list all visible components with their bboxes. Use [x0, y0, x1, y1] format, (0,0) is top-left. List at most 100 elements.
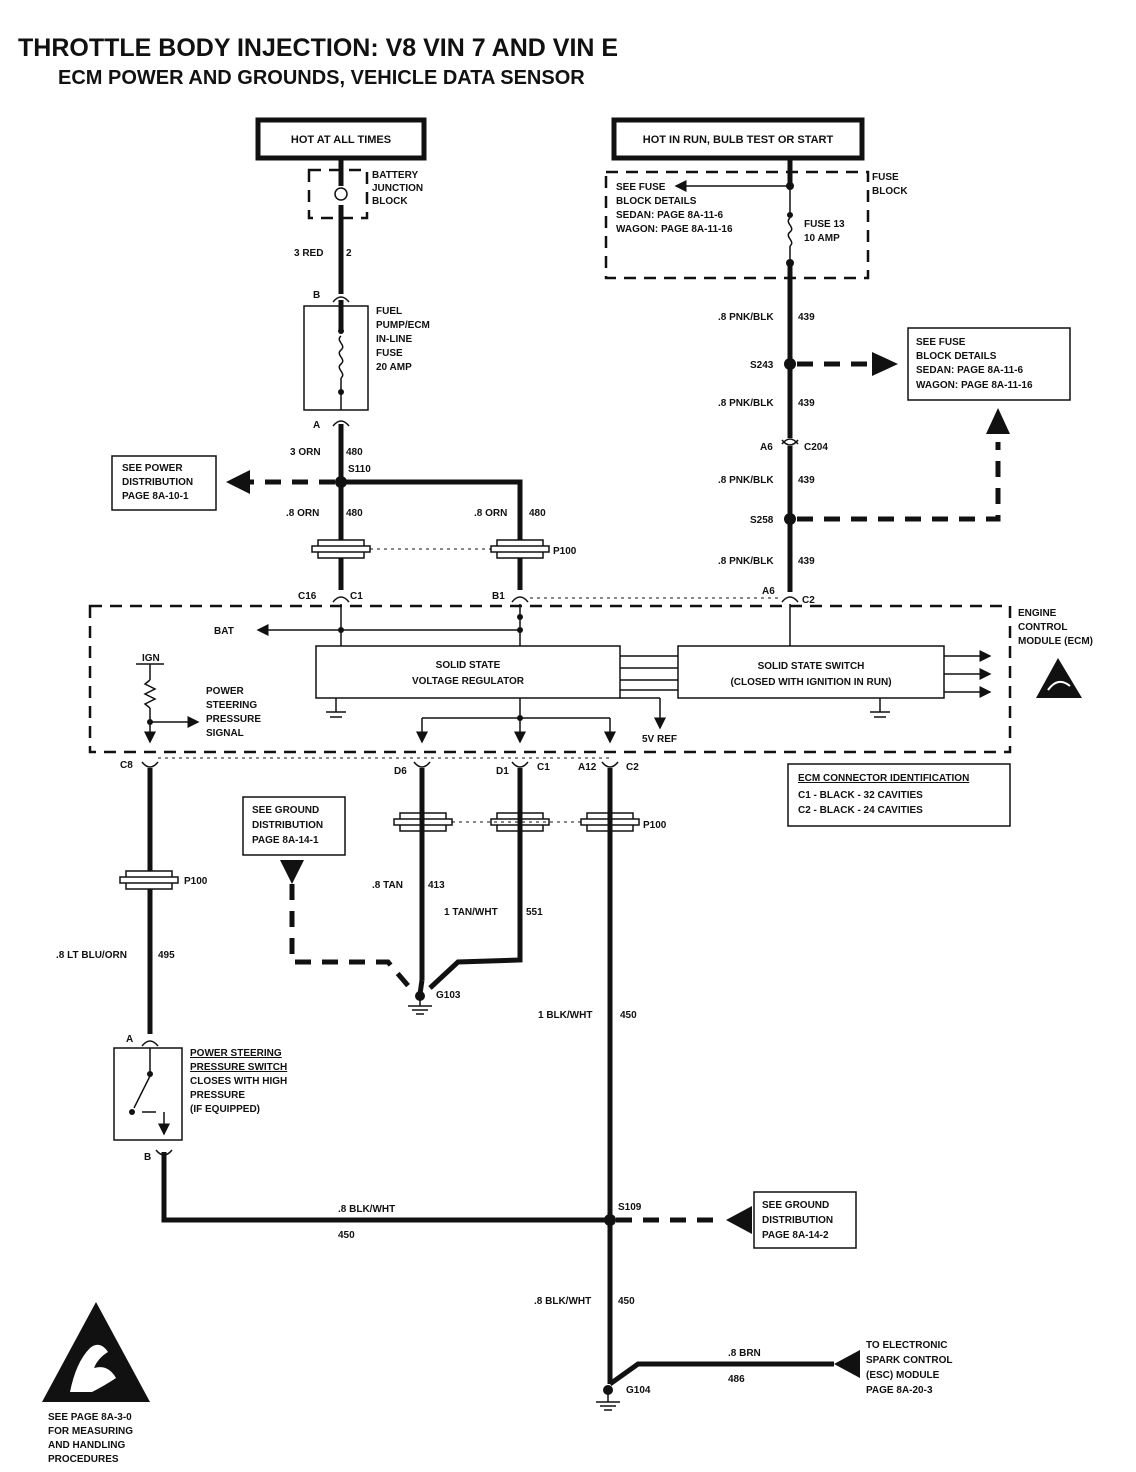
svg-text:BLOCK: BLOCK [872, 186, 908, 197]
svg-text:BLOCK: BLOCK [372, 196, 408, 207]
svg-text:551: 551 [526, 907, 543, 918]
svg-text:(ESC) MODULE: (ESC) MODULE [866, 1370, 940, 1381]
svg-text:20 AMP: 20 AMP [376, 362, 412, 373]
arrow-up-icon [986, 408, 1010, 434]
svg-text:PRESSURE: PRESSURE [206, 714, 261, 725]
svg-text:.8 LT BLU/ORN: .8 LT BLU/ORN [56, 950, 127, 961]
svg-text:C1: C1 [537, 762, 550, 773]
svg-text:WAGON: PAGE 8A-11-16: WAGON: PAGE 8A-11-16 [916, 380, 1033, 391]
svg-text:WAGON: PAGE 8A-11-16: WAGON: PAGE 8A-11-16 [616, 224, 733, 235]
svg-text:DISTRIBUTION: DISTRIBUTION [762, 1215, 833, 1226]
ground-ref-2: SEE GROUND DISTRIBUTION PAGE 8A-14-2 [753, 1191, 857, 1249]
esc-module-ref: TO ELECTRONIC SPARK CONTROL (ESC) MODULE… [866, 1340, 952, 1396]
ecm-box [88, 604, 1012, 754]
svg-text:C204: C204 [804, 442, 828, 453]
svg-text:PAGE 8A-20-3: PAGE 8A-20-3 [866, 1385, 933, 1396]
svg-text:.8 BRN: .8 BRN [728, 1348, 761, 1359]
svg-text:JUNCTION: JUNCTION [372, 183, 423, 194]
svg-text:439: 439 [798, 475, 815, 486]
svg-text:480: 480 [529, 508, 546, 519]
ground-ref-1: SEE GROUND DISTRIBUTION PAGE 8A-14-1 [242, 796, 346, 856]
svg-text:SPARK CONTROL: SPARK CONTROL [866, 1355, 952, 1366]
svg-text:CLOSES WITH HIGH: CLOSES WITH HIGH [190, 1076, 287, 1087]
svg-text:P100: P100 [643, 820, 667, 831]
svg-text:C2 - BLACK - 24 CAVI: C2 - BLACK - 24 CAVITIES [798, 805, 923, 816]
svg-text:C2: C2 [802, 595, 815, 606]
esd-warning-icon [42, 1302, 150, 1402]
svg-text:A6: A6 [760, 442, 773, 453]
svg-text:P100: P100 [553, 546, 577, 557]
svg-text:5V REF: 5V REF [642, 734, 677, 745]
svg-text:PRESSURE SWITCH: PRESSURE SWITCH [190, 1062, 287, 1073]
svg-text:(CLOSED WITH IGNITION IN RUN): (CLOSED WITH IGNITION IN RUN) [730, 677, 891, 688]
svg-text:439: 439 [798, 312, 815, 323]
svg-text:IGN: IGN [142, 653, 160, 664]
page-title: THROTTLE BODY INJECTION: V8 VIN 7 AND VI… [18, 34, 618, 62]
svg-text:A: A [126, 1034, 133, 1045]
svg-text:SEE FUSE: SEE FUSE [616, 182, 666, 193]
svg-text:.8 ORN: .8 ORN [286, 508, 319, 519]
svg-text:SEE PAGE 8A-3-0: SEE PAGE 8A-3-0 [48, 1412, 132, 1423]
arrow-right-icon [872, 352, 898, 376]
ground-g103: G103 [408, 990, 461, 1015]
voltage-regulator: SOLID STATE VOLTAGE REGULATOR [315, 645, 621, 699]
svg-text:.8 BLK/WHT: .8 BLK/WHT [338, 1204, 395, 1215]
svg-text:ECM CONNECTOR IDENTIFICATION: ECM CONNECTOR IDENTIFICATION [798, 773, 969, 784]
svg-text:C16: C16 [298, 591, 317, 602]
svg-text:C1: C1 [350, 591, 363, 602]
hot-at-all-times-box: HOT AT ALL TIMES [255, 117, 427, 161]
hot-in-run-box: HOT IN RUN, BULB TEST OR START [611, 117, 865, 161]
splice-s243 [784, 358, 796, 370]
svg-text:HOT AT ALL TIMES: HOT AT ALL TIMES [291, 134, 391, 146]
svg-text:D1: D1 [496, 766, 509, 777]
svg-text:PAGE 8A-14-1: PAGE 8A-14-1 [252, 835, 319, 846]
arrow-down-icon [280, 860, 304, 884]
svg-text:IN-LINE: IN-LINE [376, 334, 412, 345]
svg-text:SOLID STATE SWITCH: SOLID STATE SWITCH [758, 661, 865, 672]
svg-text:439: 439 [798, 556, 815, 567]
svg-text:SEE GROUND: SEE GROUND [762, 1200, 829, 1211]
svg-text:.8 ORN: .8 ORN [474, 508, 507, 519]
svg-text:480: 480 [346, 447, 363, 458]
svg-text:PROCEDURES: PROCEDURES [48, 1454, 119, 1465]
svg-text:S109: S109 [618, 1202, 642, 1213]
ground-g104: G104 [596, 1385, 651, 1411]
svg-text:1 BLK/WHT: 1 BLK/WHT [538, 1010, 592, 1021]
svg-text:3 RED: 3 RED [294, 248, 323, 259]
svg-text:413: 413 [428, 880, 445, 891]
svg-text:DISTRIBUTION: DISTRIBUTION [122, 477, 193, 488]
svg-text:.8 TAN: .8 TAN [372, 880, 403, 891]
svg-text:A: A [313, 420, 320, 431]
svg-text:1 TAN/WHT: 1 TAN/WHT [444, 907, 498, 918]
svg-text:C8: C8 [120, 760, 133, 771]
svg-text:G103: G103 [436, 990, 461, 1001]
svg-text:SEE GROUND: SEE GROUND [252, 805, 319, 816]
svg-text:450: 450 [338, 1230, 355, 1241]
svg-text:2: 2 [346, 248, 352, 259]
svg-text:FUSE: FUSE [872, 172, 899, 183]
svg-text:FUSE 13: FUSE 13 [804, 219, 845, 230]
wire-tan-wht [428, 768, 523, 990]
svg-text:480: 480 [346, 508, 363, 519]
svg-text:VOLTAGE REGULATOR: VOLTAGE REGULATOR [412, 676, 525, 687]
svg-text:ENGINE: ENGINE [1018, 608, 1057, 619]
svg-text:B1: B1 [492, 591, 505, 602]
svg-text:POWER: POWER [206, 686, 245, 697]
svg-text:PAGE 8A-14-2: PAGE 8A-14-2 [762, 1230, 829, 1241]
svg-text:10 AMP: 10 AMP [804, 233, 840, 244]
svg-text:A12: A12 [578, 762, 597, 773]
svg-text:SIGNAL: SIGNAL [206, 728, 244, 739]
svg-text:D6: D6 [394, 766, 407, 777]
svg-text:BLOCK DETAILS: BLOCK DETAILS [916, 351, 997, 362]
power-distribution-ref: SEE POWER DISTRIBUTION PAGE 8A-10-1 [111, 455, 217, 511]
svg-text:STEERING: STEERING [206, 700, 257, 711]
svg-text:TO ELECTRONIC: TO ELECTRONIC [866, 1340, 947, 1351]
svg-text:C1 - BLACK - 32 CAVI: C1 - BLACK - 32 CAVITIES [798, 790, 923, 801]
svg-text:BAT: BAT [214, 626, 234, 637]
svg-text:DISTRIBUTION: DISTRIBUTION [252, 820, 323, 831]
svg-text:G104: G104 [626, 1385, 651, 1396]
svg-text:SEDAN: PAGE 8A-11-6: SEDAN: PAGE 8A-11-6 [916, 365, 1024, 376]
splice-s258 [784, 513, 796, 525]
svg-text:PUMP/ECM: PUMP/ECM [376, 320, 430, 331]
svg-text:BATTERY: BATTERY [372, 170, 418, 181]
